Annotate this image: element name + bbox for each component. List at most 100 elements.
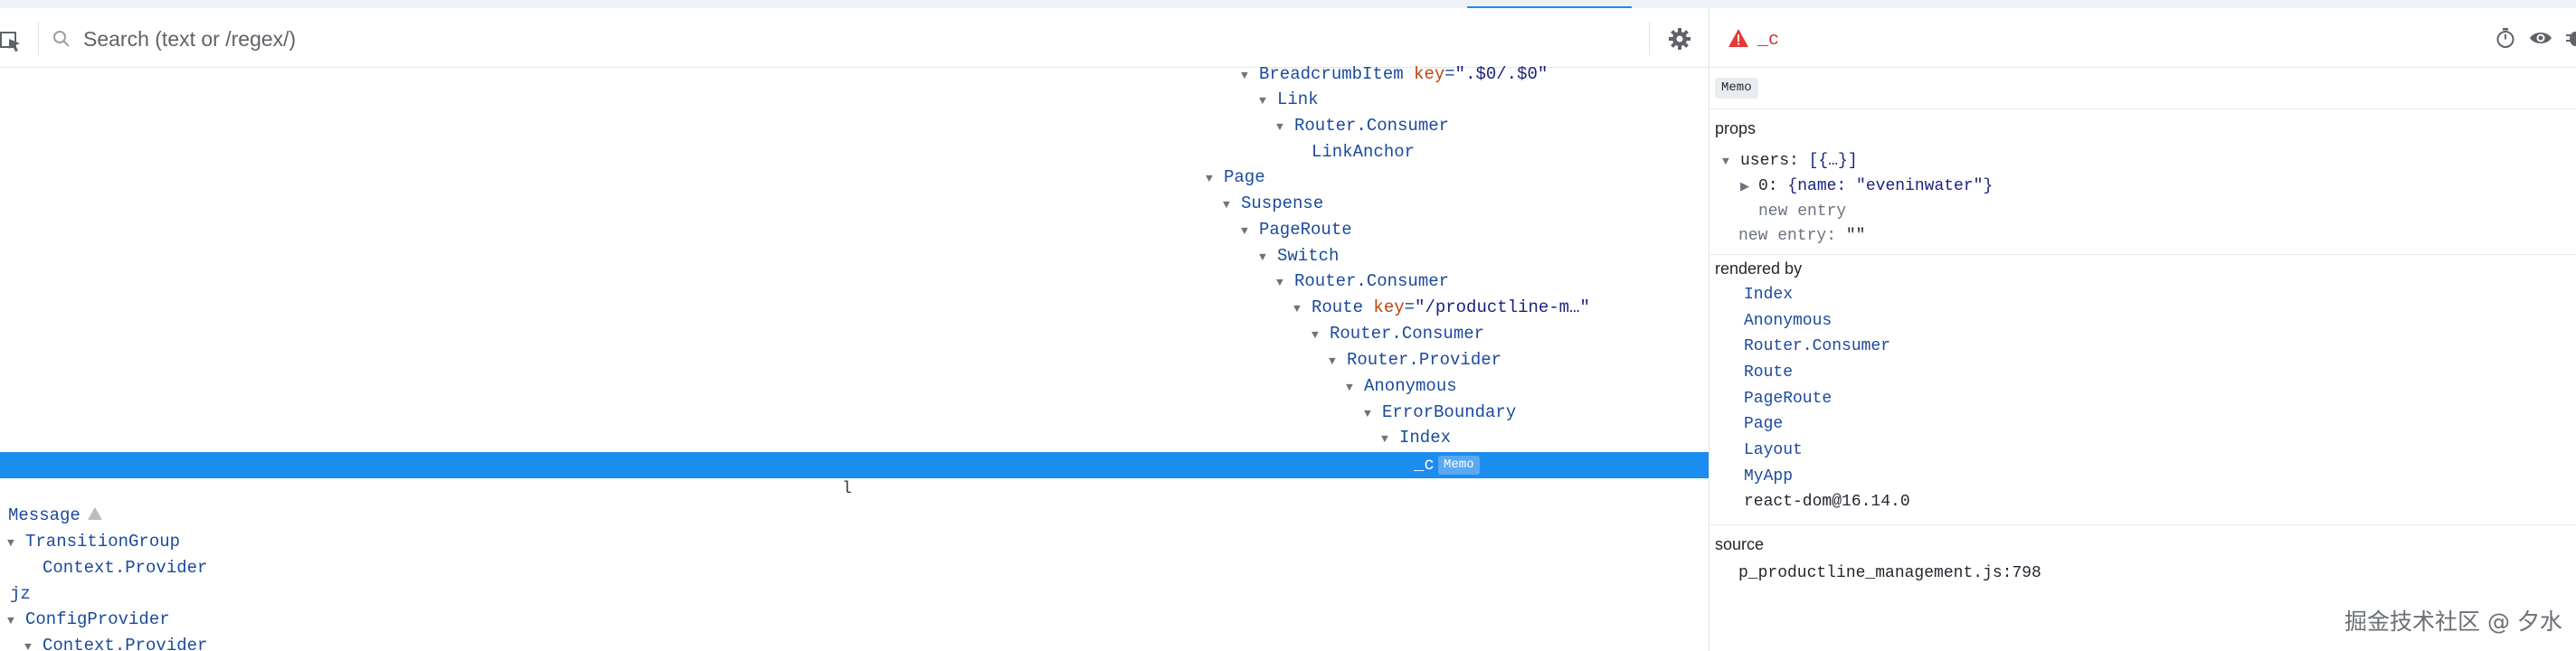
collapse-triangle-icon[interactable]: ▼ (1364, 407, 1371, 420)
rendered-by-item[interactable]: Layout (1744, 441, 1803, 459)
search-input[interactable] (83, 21, 1621, 57)
warning-icon (1728, 28, 1749, 48)
rendered-by-item[interactable]: MyApp (1744, 467, 1794, 486)
prop-row[interactable]: new entry: "" (1738, 223, 1865, 249)
key-value: .$0/.$0 (1465, 66, 1538, 82)
tree-row[interactable]: ▼ Page (1206, 165, 1265, 191)
tree-row-name: Suspense (1241, 193, 1324, 213)
collapse-triangle-icon[interactable]: ▼ (1259, 94, 1266, 108)
tree-row[interactable]: ▼ Index (1381, 425, 1451, 451)
collapse-triangle-icon[interactable]: ▼ (1241, 224, 1248, 238)
collapse-triangle-icon[interactable]: ▼ (1293, 302, 1301, 316)
tree-row[interactable]: ▼ Link (1259, 87, 1319, 113)
collapse-triangle-icon[interactable]: ▼ (24, 640, 32, 651)
watermark: 掘金技术社区 @ 夕水 (2344, 609, 2562, 635)
react-version: react-dom@16.14.0 (1744, 493, 1910, 511)
collapse-triangle-icon[interactable]: ▼ (1259, 250, 1266, 264)
key-label: key (1414, 66, 1445, 82)
selected-component-name: _c (1414, 455, 1435, 475)
collapse-triangle-icon[interactable]: ▼ (1346, 381, 1353, 394)
tree-row[interactable]: Message (0, 503, 102, 529)
tree-row-name: Switch (1277, 246, 1340, 266)
section-divider (1709, 108, 2576, 109)
collapse-triangle-icon[interactable]: ▼ (1276, 120, 1283, 134)
separator (1649, 23, 1650, 55)
tree-row[interactable]: ▼PageRoute (1241, 217, 1352, 243)
rendered-by-item[interactable]: PageRoute (1744, 390, 1833, 408)
section-divider (1709, 524, 2576, 525)
prop-key: 0: (1758, 177, 1778, 195)
tree-row[interactable]: ▼BreadcrumbItem key=".$0/.$0" (1241, 66, 1548, 82)
tree-row[interactable]: ▼ TransitionGroup (7, 529, 180, 555)
rendered-by-title: rendered by (1715, 259, 1803, 278)
rendered-by-item[interactable]: Router.Consumer (1744, 337, 1891, 355)
expand-triangle-icon[interactable]: ▶ (1740, 180, 1749, 193)
collapse-triangle-icon[interactable]: ▼ (1206, 172, 1213, 185)
tree-row-name: Context.Provider (43, 558, 208, 578)
collapse-triangle-icon[interactable]: ▼ (1381, 432, 1388, 446)
tree-row-name: jz (10, 584, 31, 604)
tree-row-name: Link (1277, 90, 1319, 109)
new-entry-input[interactable]: new entry (1758, 203, 1847, 221)
source-section-title: source (1715, 535, 1765, 553)
tree-row[interactable]: ▼ Switch (1259, 243, 1339, 269)
eye-icon[interactable] (2529, 29, 2552, 47)
collapse-triangle-icon[interactable]: ▼ (1241, 69, 1248, 82)
key-value: /productline-m… (1425, 297, 1580, 317)
collapse-triangle-icon[interactable]: ▼ (1276, 276, 1283, 289)
tree-row-name: Context.Provider (43, 636, 208, 651)
collapse-triangle-icon[interactable]: ▼ (7, 536, 14, 550)
rendered-by-item[interactable]: Index (1744, 286, 1794, 304)
tree-row[interactable]: ▼Router.Consumer (1276, 113, 1449, 139)
tree-row-name: Router.Provider (1347, 350, 1502, 370)
prop-value[interactable]: [{…}] (1808, 152, 1858, 170)
prop-row[interactable]: ▼ users: [{…}] (1722, 148, 1858, 175)
owner-marker: l (842, 480, 852, 498)
warning-icon (87, 506, 102, 520)
source-file-link[interactable]: p_productline_management.js:798 (1738, 564, 2041, 582)
section-divider (1709, 254, 2576, 255)
rendered-by-item[interactable]: Page (1744, 415, 1784, 433)
tree-row[interactable]: ▼Router.Consumer (1276, 269, 1449, 295)
tree-row[interactable]: ▼ Anonymous (1346, 373, 1457, 400)
tree-row-name: Message (8, 505, 80, 525)
inspect-element-icon[interactable] (0, 30, 24, 53)
tree-row-name: ConfigProvider (25, 609, 170, 629)
tree-row[interactable]: ▼ ConfigProvider (7, 607, 170, 633)
tree-row[interactable]: ▼ Router.Provider (1329, 347, 1501, 373)
new-entry-key[interactable]: new entry: (1738, 227, 1837, 245)
tree-row-name: Page (1224, 167, 1265, 187)
rendered-by-item[interactable]: Anonymous (1744, 312, 1833, 330)
prop-row[interactable]: ▶ 0: {name: "eveninwater"} (1740, 174, 1993, 200)
tree-row-name: TransitionGroup (25, 532, 181, 552)
gear-icon[interactable] (1667, 26, 1692, 52)
collapse-triangle-icon[interactable]: ▼ (7, 614, 14, 627)
bug-icon[interactable] (2565, 27, 2576, 49)
collapse-triangle-icon[interactable]: ▼ (1722, 155, 1729, 168)
tree-row[interactable]: ▼Router.Consumer (1312, 321, 1484, 347)
tree-row[interactable]: ▼Route key="/productline-m…" (1293, 295, 1590, 321)
selected-tree-row[interactable]: _c Memo (0, 452, 1709, 478)
collapse-triangle-icon[interactable]: ▼ (1312, 328, 1319, 342)
top-strip (0, 0, 2576, 8)
tree-row-name: Anonymous (1364, 376, 1457, 396)
collapse-triangle-icon[interactable]: ▼ (1329, 354, 1336, 368)
tree-row[interactable]: ▼ Context.Provider (24, 633, 207, 651)
tree-row-name: Route (1312, 297, 1364, 317)
prop-value[interactable]: {name: "eveninwater"} (1787, 177, 1994, 195)
tree-row-name: LinkAnchor (1312, 142, 1416, 162)
rendered-by-item[interactable]: Route (1744, 363, 1794, 382)
collapse-triangle-icon[interactable]: ▼ (1223, 198, 1230, 212)
memo-badge: Memo (1715, 78, 1758, 99)
tree-row[interactable]: ▼ Suspense (1223, 191, 1323, 217)
inspector-header: _c (1709, 8, 2576, 68)
tree-row-name: Index (1399, 428, 1452, 448)
tree-row[interactable]: jz (0, 581, 31, 608)
prop-key: users: (1740, 152, 1799, 170)
stopwatch-icon[interactable] (2495, 27, 2516, 49)
search-icon (51, 28, 72, 50)
tree-row[interactable]: ▼ErrorBoundary (1364, 400, 1516, 426)
tree-row[interactable]: LinkAnchor (1293, 139, 1415, 165)
new-entry-value[interactable]: "" (1845, 227, 1866, 245)
tree-row[interactable]: Context.Provider (24, 555, 207, 581)
